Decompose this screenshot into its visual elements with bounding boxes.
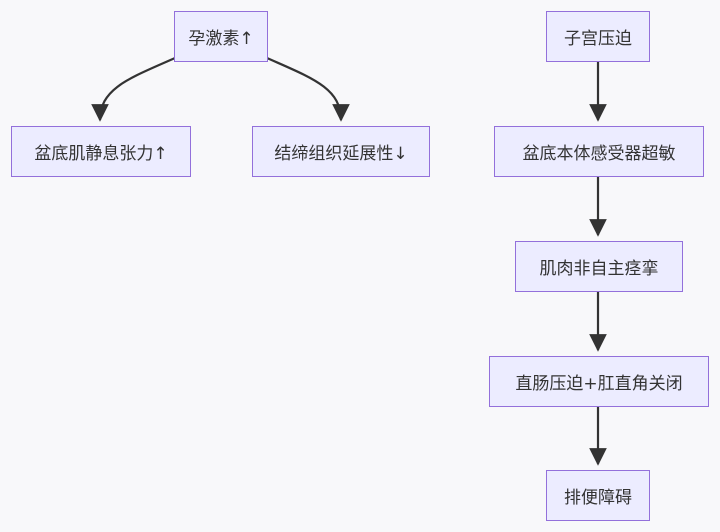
node-label: 结缔组织延展性↓ [274, 144, 408, 164]
node-label: 子宫压迫 [564, 29, 632, 49]
node-label: 盆底肌静息张力↑ [34, 144, 168, 164]
node-label: 肌肉非自主痉挛 [539, 259, 659, 279]
node-rectal-compression: 直肠压迫+肛直角关闭 [489, 356, 709, 407]
node-label: 盆底本体感受器超敏 [522, 144, 676, 164]
node-proprioceptor-hypersensitivity: 盆底本体感受器超敏 [494, 126, 704, 177]
edge-n1-n3 [266, 56, 350, 122]
edge-n1-n2 [91, 56, 176, 122]
node-label: 排便障碍 [564, 488, 632, 508]
node-connective-tissue: 结缔组织延展性↓ [252, 126, 430, 177]
node-pelvic-floor-tone: 盆底肌静息张力↑ [11, 126, 191, 177]
node-label: 直肠压迫+肛直角关闭 [515, 374, 683, 394]
node-progesterone: 孕激素↑ [174, 11, 268, 62]
node-label: 孕激素↑ [188, 29, 254, 49]
node-uterine-compression: 子宫压迫 [546, 11, 650, 62]
node-involuntary-spasm: 肌肉非自主痉挛 [515, 241, 683, 292]
node-defecation-disorder: 排便障碍 [546, 470, 650, 521]
